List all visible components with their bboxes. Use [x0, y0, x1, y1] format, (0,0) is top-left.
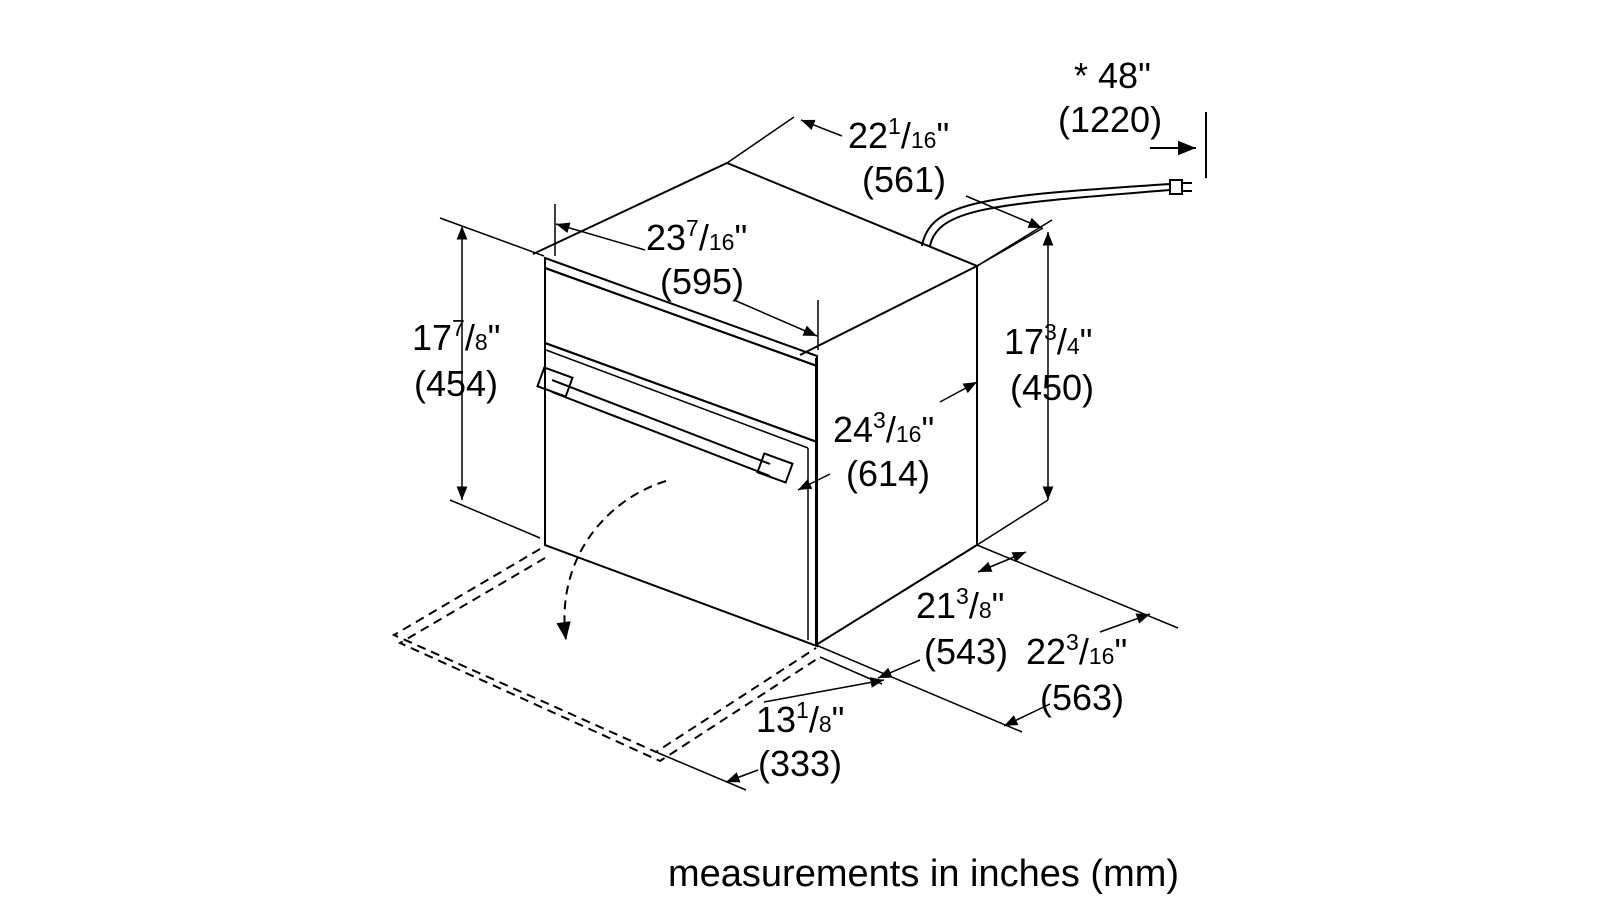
label-front-height: 177/8" (454)	[412, 315, 500, 404]
svg-text:(543): (543)	[924, 631, 1008, 672]
open-door-outline	[391, 480, 821, 763]
label-depth-with-handle: 243/16" (614)	[833, 407, 934, 494]
svg-text:223/16": 223/16"	[1026, 629, 1127, 672]
svg-text:(614): (614)	[846, 453, 930, 494]
svg-text:243/16": 243/16"	[833, 407, 934, 450]
dimension-lines	[439, 116, 1179, 791]
label-width: 237/16" (595)	[646, 215, 747, 302]
svg-text:(1220): (1220)	[1058, 99, 1162, 140]
svg-text:(454): (454)	[414, 363, 498, 404]
svg-text:(333): (333)	[758, 743, 842, 784]
door-handle	[536, 366, 794, 484]
svg-text:177/8": 177/8"	[412, 315, 500, 358]
svg-text:221/16": 221/16"	[848, 113, 949, 156]
measurements-caption: measurements in inches (mm)	[668, 853, 1179, 895]
svg-text:173/4": 173/4"	[1004, 319, 1092, 362]
svg-text:* 48": * 48"	[1074, 55, 1151, 96]
svg-text:(563): (563)	[1040, 677, 1124, 718]
svg-text:131/8": 131/8"	[756, 697, 844, 740]
label-cord-length: * 48" (1220)	[1058, 55, 1162, 140]
oven-outline	[532, 161, 980, 648]
label-depth-top: 221/16" (561)	[848, 113, 949, 200]
svg-text:(561): (561)	[862, 159, 946, 200]
label-body-depth: 213/8" (543)	[916, 583, 1008, 672]
label-door-open: 131/8" (333)	[756, 697, 844, 784]
svg-text:(450): (450)	[1010, 367, 1094, 408]
label-overall-depth: 223/16" (563)	[1026, 629, 1127, 718]
svg-text:213/8": 213/8"	[916, 583, 1004, 626]
svg-text:(595): (595)	[660, 261, 744, 302]
svg-text:237/16": 237/16"	[646, 215, 747, 258]
label-body-height: 173/4" (450)	[1004, 319, 1094, 408]
